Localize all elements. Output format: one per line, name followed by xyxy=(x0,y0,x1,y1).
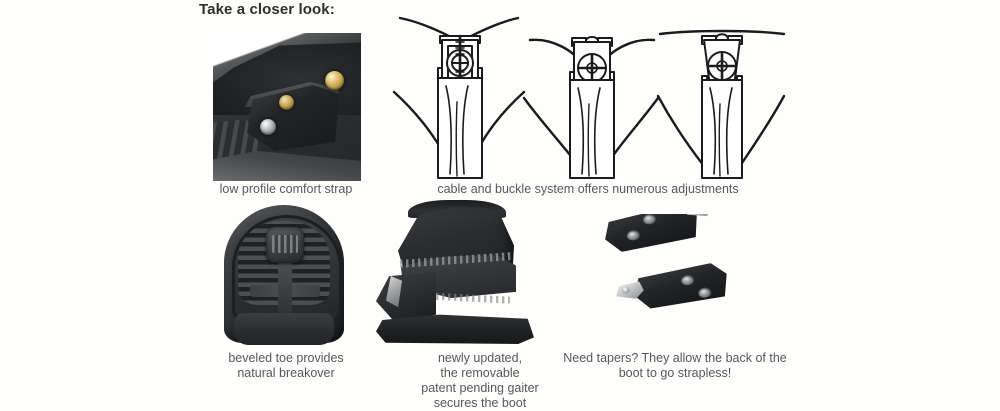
caption-comfort-strap: low profile comfort strap xyxy=(219,182,353,196)
sole-heel-block xyxy=(234,313,334,345)
strap-rivet-brass-upper xyxy=(279,95,294,110)
buckle-panel-3-svg xyxy=(656,29,786,179)
diagram-buckle-panel-3 xyxy=(652,6,792,184)
caption-gaiter: newly updated, the removable patent pend… xyxy=(421,351,539,410)
page-title: Take a closer look: xyxy=(199,1,335,18)
caption-beveled-toe: beveled toe provides natural breakover xyxy=(228,351,344,380)
sole-tread-stem xyxy=(278,261,292,323)
photo-beveled-sole xyxy=(218,203,350,347)
boot-outsole xyxy=(376,314,534,344)
diagram-buckle-panel-2 xyxy=(522,6,662,184)
sole-brand-mark xyxy=(272,235,298,253)
photo-tapers xyxy=(596,214,756,326)
caption-tapers: Need tapers? They allow the back of the … xyxy=(563,351,787,380)
photo-gaiter-boot xyxy=(376,198,536,350)
buckle-panel-1-svg xyxy=(392,16,526,179)
diagram-buckle-panel-1 xyxy=(390,6,530,184)
buckle-panel-2-svg xyxy=(522,36,660,179)
taper-lower-plate xyxy=(632,262,729,310)
caption-cable-buckle: cable and buckle system offers numerous … xyxy=(437,182,739,196)
strap-rivet-silver xyxy=(260,119,276,135)
boot-buckle-hardware xyxy=(386,276,402,308)
photo-comfort-strap xyxy=(213,33,361,181)
strap-rivet-brass-large xyxy=(325,71,344,90)
